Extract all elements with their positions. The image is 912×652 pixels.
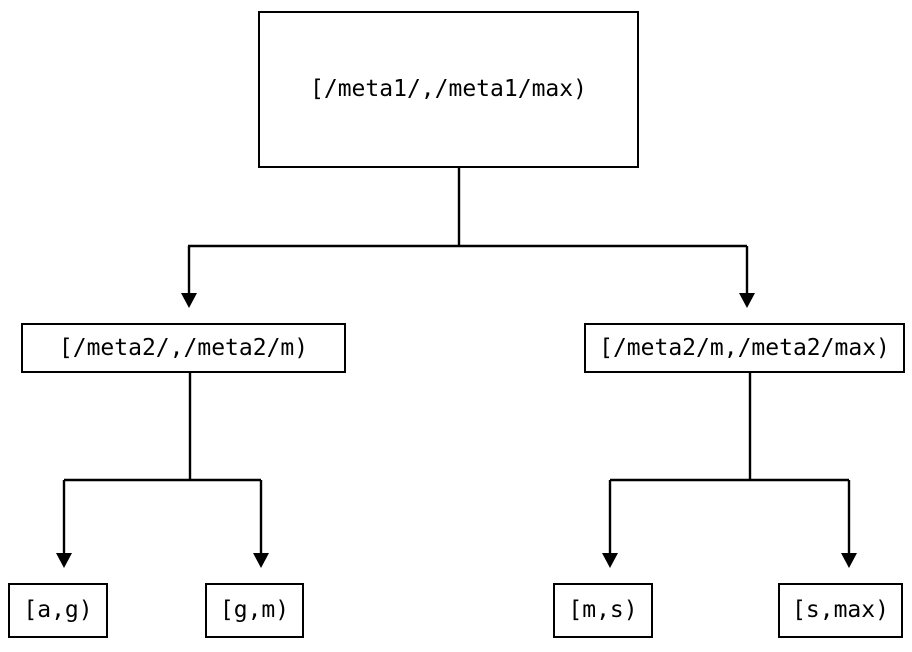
arrowhead-to-mid-right <box>739 293 755 308</box>
tree-node-root[interactable]: [/meta1/,/meta1/max) <box>258 11 639 168</box>
arrowhead-to-leaf-smax <box>841 553 857 568</box>
tree-node-leaf-ms[interactable]: [m,s) <box>553 583 653 638</box>
tree-node-mid-left[interactable]: [/meta2/,/meta2/m) <box>21 323 346 373</box>
tree-node-leaf-ms-label: [m,s) <box>568 597 638 623</box>
tree-node-leaf-gm[interactable]: [g,m) <box>205 583 304 638</box>
tree-node-root-label: [/meta1/,/meta1/max) <box>310 76 587 102</box>
tree-node-leaf-ag-label: [a,g) <box>23 597 93 623</box>
arrowhead-to-mid-left <box>181 293 197 308</box>
arrowhead-to-leaf-gm <box>253 553 269 568</box>
tree-node-leaf-gm-label: [g,m) <box>219 597 290 623</box>
tree-node-mid-left-label: [/meta2/,/meta2/m) <box>58 334 309 361</box>
tree-node-leaf-smax[interactable]: [s,max) <box>778 583 903 638</box>
arrowhead-to-leaf-ag <box>56 553 72 568</box>
arrowhead-to-leaf-ms <box>602 553 618 568</box>
tree-node-mid-right-label: [/meta2/m,/meta2/max) <box>599 334 890 361</box>
tree-node-leaf-ag[interactable]: [a,g) <box>8 583 108 638</box>
tree-node-leaf-smax-label: [s,max) <box>792 597 889 623</box>
tree-node-mid-right[interactable]: [/meta2/m,/meta2/max) <box>584 323 905 373</box>
